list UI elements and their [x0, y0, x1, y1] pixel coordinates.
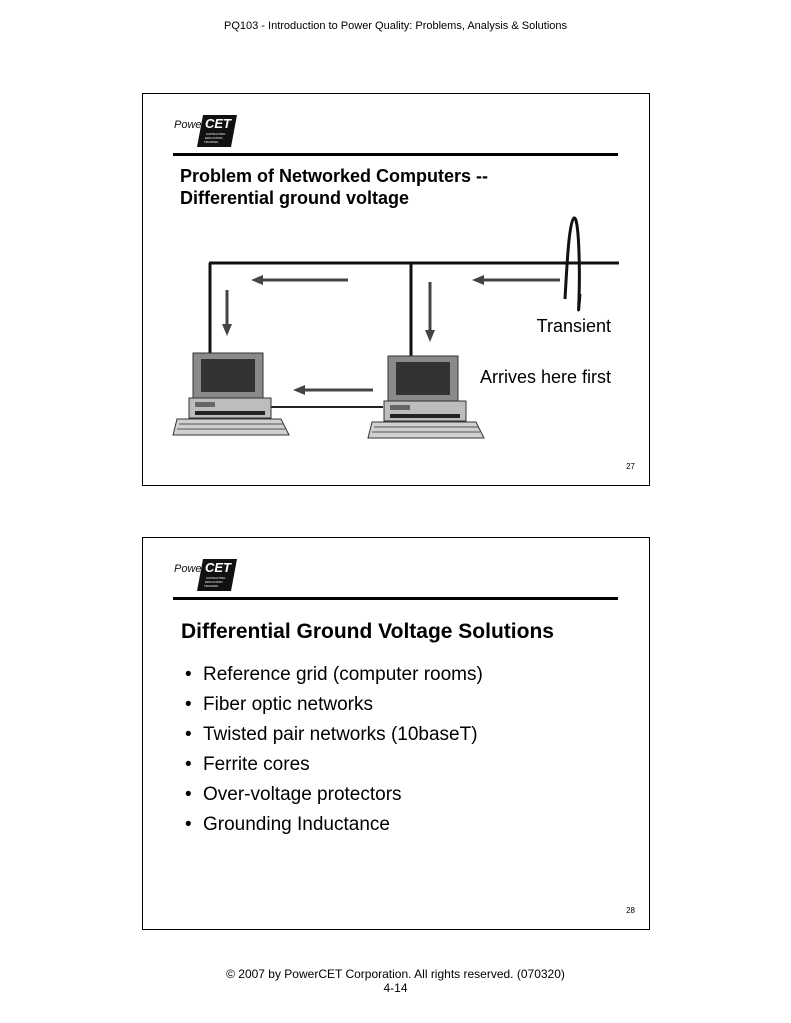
svg-text:CET: CET — [205, 560, 232, 575]
arrow-down-left — [222, 290, 232, 336]
svg-text:Power: Power — [174, 563, 207, 575]
svg-text:CONSULTING: CONSULTING — [206, 576, 226, 580]
slide-title-line-2: Differential ground voltage — [180, 188, 410, 208]
arrow-left-top-2 — [472, 275, 560, 285]
svg-text:TRAINING: TRAINING — [204, 584, 219, 588]
title-rule — [173, 597, 618, 600]
svg-text:CONSULTING: CONSULTING — [206, 132, 226, 136]
svg-text:EDUCATION: EDUCATION — [205, 580, 222, 584]
computer-right — [367, 355, 485, 439]
title-rule — [173, 153, 618, 156]
slide-28: Power CET CONSULTING EDUCATION TRAINING … — [142, 537, 650, 930]
arrives-label: Arrives here first — [479, 367, 611, 387]
list-item: Ferrite cores — [185, 750, 483, 780]
transient-label: Transient — [536, 316, 611, 336]
powercet-logo: Power CET CONSULTING EDUCATION TRAINING — [173, 557, 239, 593]
arrow-left-ground — [293, 385, 373, 395]
svg-text:EDUCATION: EDUCATION — [205, 136, 222, 140]
page-footer: © 2007 by PowerCET Corporation. All righ… — [0, 967, 791, 995]
slide-number: 27 — [626, 462, 635, 471]
slide-27: Power CET CONSULTING EDUCATION TRAINING … — [142, 93, 650, 486]
powercet-logo: Power CET CONSULTING EDUCATION TRAINING — [173, 113, 239, 149]
slide-title: Problem of Networked Computers -- Differ… — [180, 165, 488, 209]
computer-left — [172, 352, 290, 436]
transient-waveform — [563, 216, 582, 312]
slide-number: 28 — [626, 906, 635, 915]
slide-title-line-1: Problem of Networked Computers -- — [180, 166, 489, 186]
slide-title: Differential Ground Voltage Solutions — [181, 620, 554, 643]
network-diagram — [172, 216, 619, 439]
copyright: © 2007 by PowerCET Corporation. All righ… — [226, 967, 565, 981]
list-item: Over-voltage protectors — [185, 780, 483, 810]
svg-text:CET: CET — [205, 116, 232, 131]
list-item: Twisted pair networks (10baseT) — [185, 720, 483, 750]
solutions-list: Reference grid (computer rooms) Fiber op… — [185, 660, 483, 840]
arrow-left-top-1 — [251, 275, 348, 285]
page-header: PQ103 - Introduction to Power Quality: P… — [224, 20, 567, 32]
arrow-down-right — [425, 282, 435, 342]
page-number: 4-14 — [383, 981, 408, 995]
list-item: Reference grid (computer rooms) — [185, 660, 483, 690]
svg-text:Power: Power — [174, 119, 207, 131]
svg-text:TRAINING: TRAINING — [204, 140, 219, 144]
list-item: Grounding Inductance — [185, 810, 483, 840]
list-item: Fiber optic networks — [185, 690, 483, 720]
